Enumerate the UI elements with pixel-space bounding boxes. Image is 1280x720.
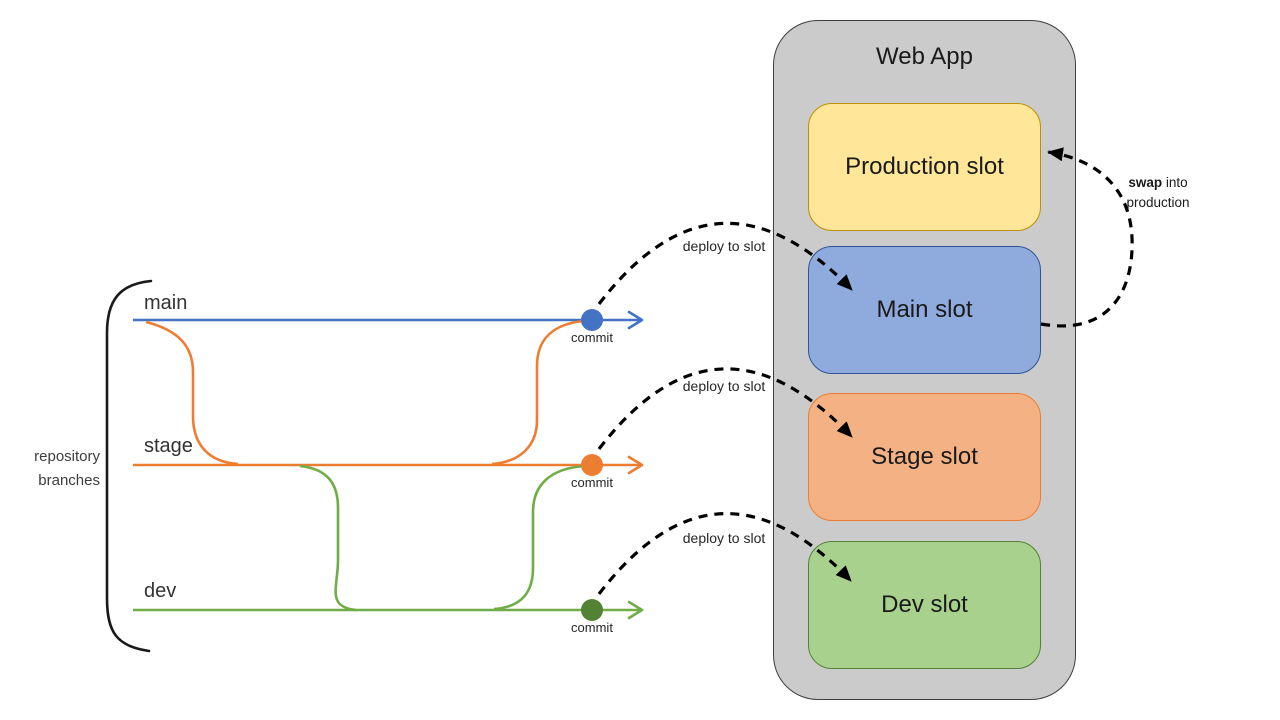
branch-curve-stage-to-dev (299, 464, 357, 612)
dev-branch-arrowhead-icon (627, 600, 644, 620)
production-slot-label: Production slot (845, 153, 1004, 180)
dev-slot-label: Dev slot (881, 591, 968, 618)
main-slot-label: Main slot (876, 296, 973, 323)
production-slot-box: Production slot (808, 103, 1041, 231)
swap-label-line2: production (1126, 194, 1190, 210)
swap-label-after-bold: into (1162, 175, 1188, 190)
main-slot-box: Main slot (808, 246, 1041, 374)
swap-label-bold: swap (1128, 175, 1163, 190)
stage-branch-arrowhead-icon (627, 455, 644, 475)
commit-label-stage: commit (571, 475, 613, 490)
dev-slot-box: Dev slot (808, 541, 1041, 669)
stage-slot-label: Stage slot (871, 443, 978, 470)
deploy-label-stage: deploy to slot (682, 378, 766, 394)
branch-label-stage: stage (144, 435, 193, 457)
deploy-label-main: deploy to slot (682, 238, 766, 254)
branch-label-main: main (144, 292, 188, 314)
dev-commit-dot (581, 599, 603, 621)
main-branch-arrowhead-icon (627, 310, 644, 330)
stage-slot-box: Stage slot (808, 393, 1041, 521)
repository-branches-label: repository branches (14, 445, 100, 493)
repository-branches-line1: repository (34, 448, 100, 465)
main-commit-dot (581, 309, 603, 331)
branch-label-dev: dev (144, 580, 177, 602)
commit-label-dev: commit (571, 620, 613, 635)
stage-commit-dot (581, 454, 603, 476)
deploy-label-dev: deploy to slot (682, 530, 766, 546)
web-app-container: Web App Production slot Main slot Stage … (773, 20, 1076, 700)
commit-label-main: commit (571, 330, 613, 345)
repository-branches-line2: branches (38, 472, 100, 489)
swap-into-production-label: swap into production (1108, 173, 1208, 212)
web-app-title: Web App (876, 43, 973, 70)
